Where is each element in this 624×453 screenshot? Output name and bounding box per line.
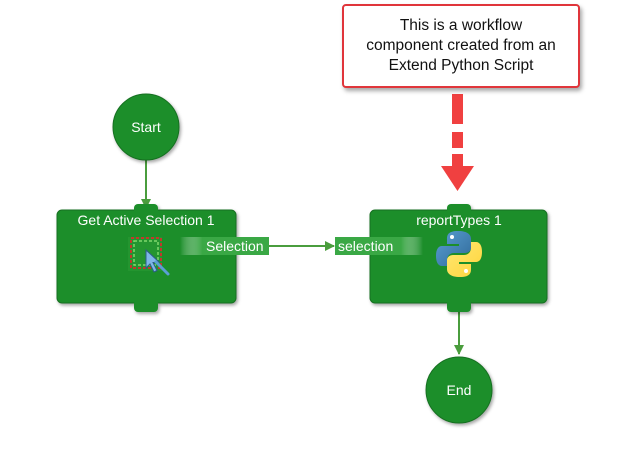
end-node-label: End <box>447 382 472 398</box>
end-node[interactable] <box>425 356 493 424</box>
selection-input-port-label: selection <box>338 238 393 254</box>
callout-text: This is a workflow component created fro… <box>366 17 556 74</box>
report-types-title: reportTypes 1 <box>416 212 502 228</box>
selection-cursor-icon <box>128 237 170 276</box>
start-node[interactable] <box>112 93 180 161</box>
selection-input-port[interactable] <box>335 237 423 255</box>
callout-box: This is a workflow component created fro… <box>342 4 580 88</box>
selection-output-port[interactable] <box>180 237 269 255</box>
selection-output-port-label: Selection <box>206 238 264 254</box>
start-node-label: Start <box>131 119 161 135</box>
get-active-selection-title: Get Active Selection 1 <box>78 212 215 228</box>
python-logo-icon <box>436 231 482 277</box>
callout-arrow <box>441 94 474 191</box>
